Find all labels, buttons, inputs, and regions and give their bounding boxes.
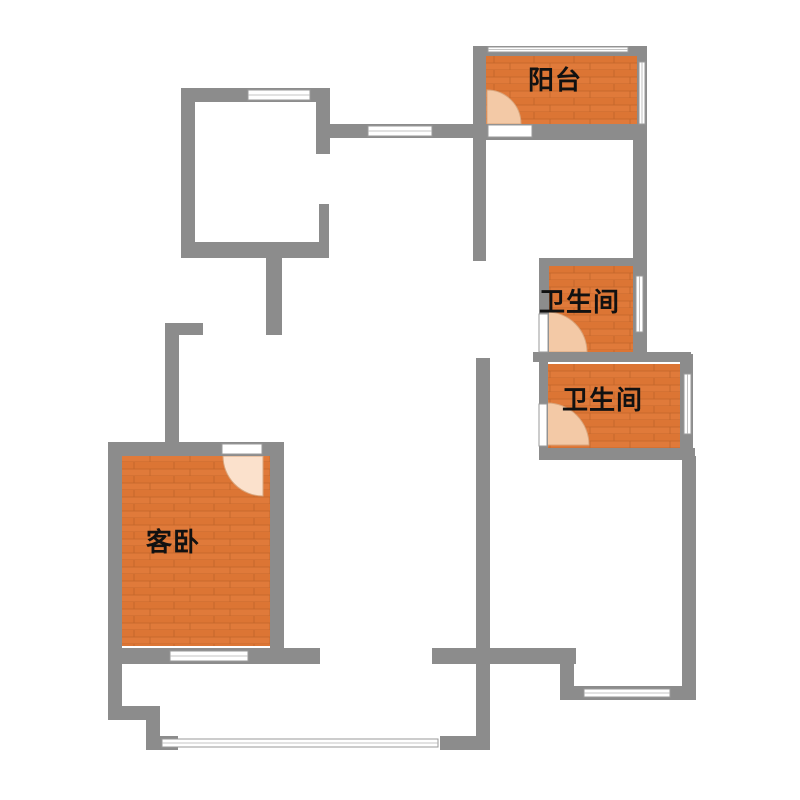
bath1-door-opening	[538, 313, 549, 353]
bath2-door-swing	[546, 402, 590, 446]
guest-door-swing	[222, 455, 264, 497]
bath2-label: 卫生间	[562, 386, 644, 416]
balcony-door-opening	[487, 124, 533, 138]
bath2-door-opening	[538, 403, 548, 447]
guest-door-opening	[221, 443, 263, 455]
window-sill-lines	[162, 49, 688, 744]
bath1-door-swing	[546, 311, 588, 353]
balcony-label: 阳台	[528, 66, 583, 96]
guest-label: 客卧	[146, 528, 201, 558]
balcony-door-swing	[486, 89, 522, 125]
bath1-label: 卫生间	[539, 288, 621, 318]
